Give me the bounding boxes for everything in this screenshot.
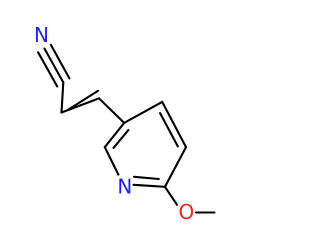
bond-alkene-double-inner (66, 89, 100, 111)
vinylene-linker (60, 81, 126, 124)
bond-cn-carbon-to-alkene (60, 81, 65, 114)
chemical-structure-drawing: N N O (0, 0, 250, 250)
bond-c6-to-oxygen (163, 185, 179, 206)
nitrile-nitrogen-label: N (34, 23, 49, 47)
bond-ring-n1-c2 (103, 146, 120, 176)
bond-ring-c3-c4 (123, 100, 164, 124)
bond-ring-c4-c5-outer (161, 100, 188, 149)
bond-ring-c2-c3-outer (103, 121, 126, 149)
bond-ring-c6-n1-outer (132, 183, 167, 188)
canvas-background (0, 0, 250, 250)
methoxy-oxygen-label: O (179, 200, 195, 224)
bond-alkene-to-ring (97, 97, 126, 124)
methoxy-group (163, 185, 216, 214)
bond-ring-c5-c6 (163, 146, 188, 188)
pyridine-ring (103, 100, 188, 188)
bond-c-triple-n-c (49, 43, 71, 80)
nitrile-group (37, 43, 71, 88)
pyridine-nitrogen-label: N (117, 175, 132, 199)
bond-c-triple-n-a (43, 47, 65, 84)
bond-ring-c4-c5-inner (159, 112, 179, 148)
bond-c-triple-n-b (37, 51, 59, 88)
bond-ring-c6-n1-inner (132, 175, 160, 181)
bond-ring-c2-c3-inner (112, 128, 130, 149)
